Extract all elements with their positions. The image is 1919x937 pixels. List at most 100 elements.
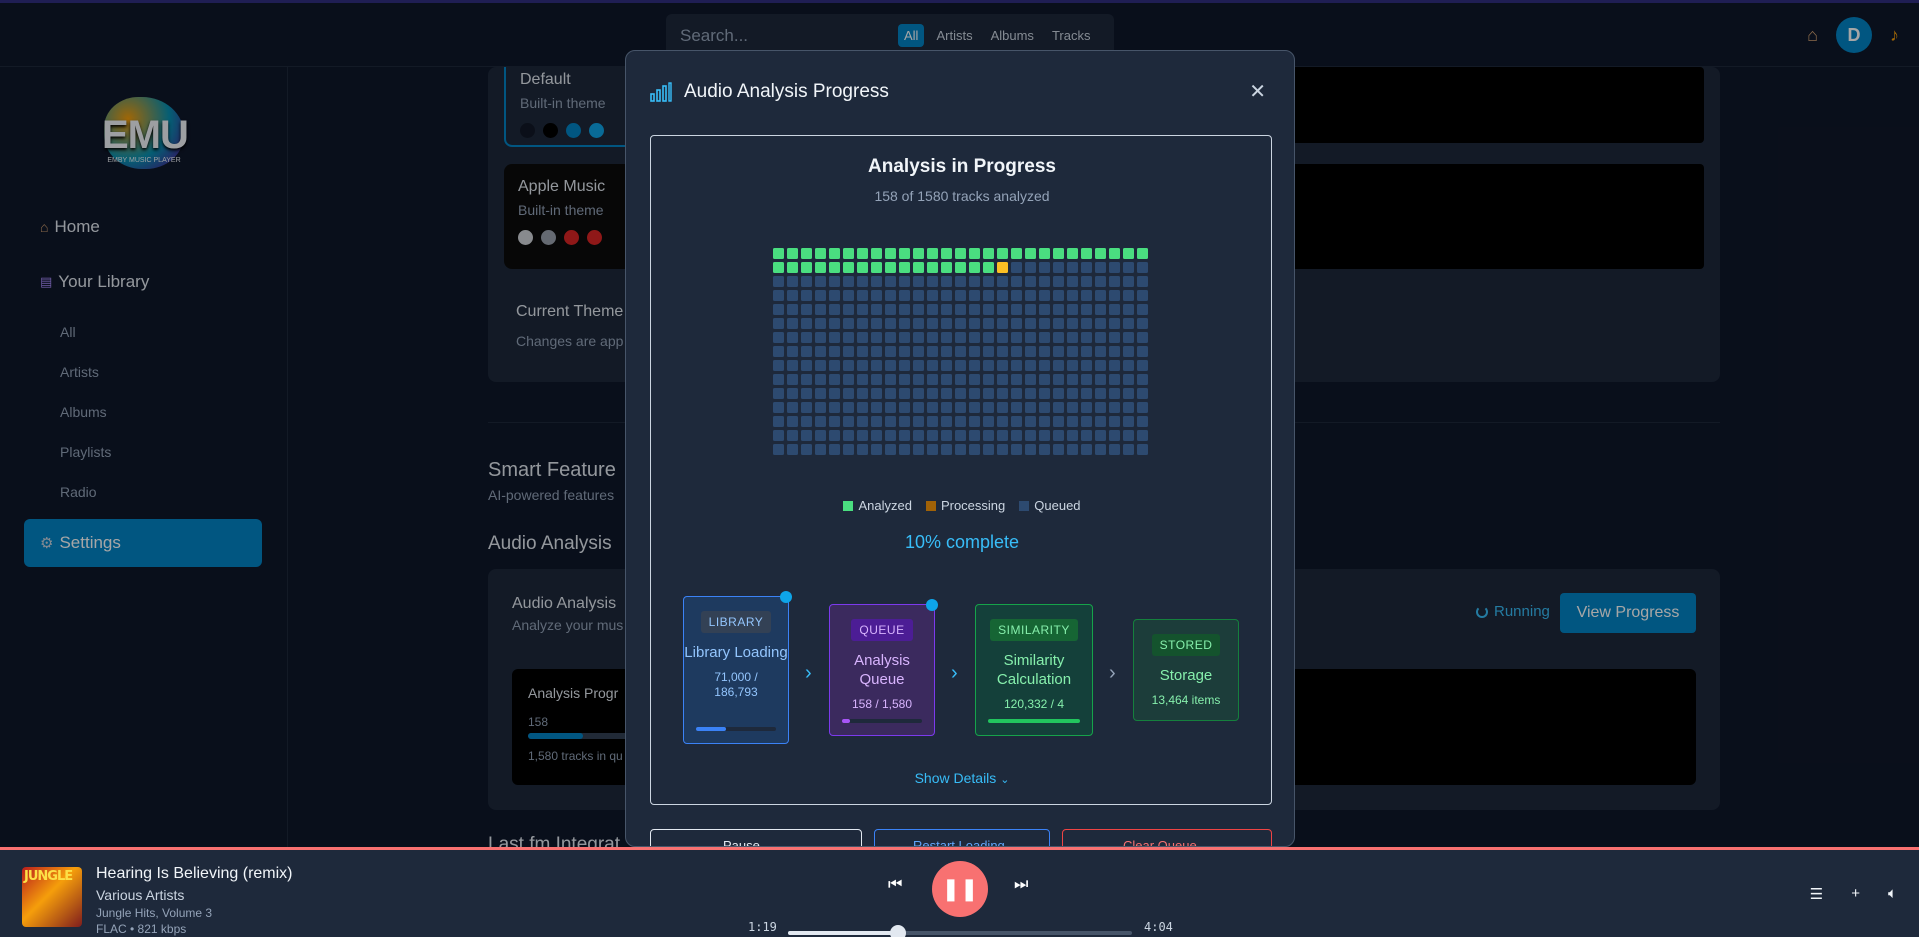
track-artist[interactable]: Various Artists xyxy=(96,887,185,903)
track-cell-queued xyxy=(1011,276,1022,287)
track-cell-queued xyxy=(1109,318,1120,329)
sidebar-item-artists[interactable]: Artists xyxy=(60,364,99,380)
stage-progress xyxy=(696,727,776,731)
filter-tracks[interactable]: Tracks xyxy=(1051,28,1091,43)
previous-icon[interactable]: ⏮ xyxy=(888,876,903,893)
volume-icon[interactable]: 🔈︎ xyxy=(1887,885,1897,902)
album-cover[interactable]: JUNGLE xyxy=(22,867,82,927)
player-actions: ☰ + 🔈︎ xyxy=(1810,885,1897,903)
track-cell-queued xyxy=(843,374,854,385)
track-cell-analyzed xyxy=(969,262,980,273)
track-cell-queued xyxy=(997,430,1008,441)
track-cell-queued xyxy=(1053,290,1064,301)
view-progress-button[interactable]: View Progress xyxy=(1560,593,1696,633)
next-icon[interactable]: ⏭ xyxy=(1014,876,1029,893)
track-cell-queued xyxy=(1109,402,1120,413)
track-cell-queued xyxy=(829,374,840,385)
track-cell-queued xyxy=(1067,332,1078,343)
track-cell-queued xyxy=(1025,402,1036,413)
seek-bar[interactable] xyxy=(788,925,1132,937)
stage-count: 158 / 1,580 xyxy=(851,697,913,711)
chevron-right-icon: › xyxy=(951,662,958,684)
color-swatch xyxy=(541,230,556,245)
filter-albums[interactable]: Albums xyxy=(990,28,1034,43)
pause-button[interactable]: Pause xyxy=(650,829,862,846)
sidebar-item-library[interactable]: ▤ Your Library xyxy=(40,272,149,292)
show-details-toggle[interactable]: Show Details ⌄ xyxy=(651,770,1273,786)
track-title[interactable]: Hearing Is Believing (remix) xyxy=(96,865,293,882)
close-icon[interactable]: ✕ xyxy=(1249,81,1266,103)
home-icon[interactable]: ⌂ xyxy=(1807,24,1818,45)
track-cell-queued xyxy=(1025,304,1036,315)
track-cell-queued xyxy=(815,416,826,427)
stage-count: 13,464 items xyxy=(1151,693,1221,707)
track-cell-queued xyxy=(885,416,896,427)
filter-artists[interactable]: Artists xyxy=(936,28,973,43)
track-cell-queued xyxy=(969,402,980,413)
sidebar-item-radio[interactable]: Radio xyxy=(60,484,97,500)
track-cell-queued xyxy=(857,304,868,315)
pause-button[interactable]: ❚❚ xyxy=(932,861,988,917)
track-cell-analyzed xyxy=(787,262,798,273)
track-cell-queued xyxy=(885,318,896,329)
track-cell-queued xyxy=(1025,430,1036,441)
track-cell-queued xyxy=(801,318,812,329)
active-indicator xyxy=(926,599,938,611)
track-cell-queued xyxy=(1067,374,1078,385)
track-cell-queued xyxy=(1137,290,1148,301)
show-details-label: Show Details xyxy=(914,770,997,786)
top-actions: ⌂ D ♪ xyxy=(1807,17,1899,53)
stage-queue[interactable]: QUEUE Analysis Queue 158 / 1,580 xyxy=(829,599,938,736)
track-cell-queued xyxy=(787,304,798,315)
track-cell-queued xyxy=(1095,402,1106,413)
sidebar-item-playlists[interactable]: Playlists xyxy=(60,444,112,460)
track-cell-queued xyxy=(955,304,966,315)
sidebar-item-settings[interactable]: ⚙ Settings xyxy=(24,519,262,567)
track-cell-queued xyxy=(1053,374,1064,385)
track-cell-queued xyxy=(857,360,868,371)
legend-analyzed: Analyzed xyxy=(843,498,912,513)
track-cell-queued xyxy=(815,402,826,413)
track-cell-queued xyxy=(1095,444,1106,455)
stage-count: 120,332 / 4 xyxy=(1003,697,1065,711)
seek-handle[interactable] xyxy=(890,925,907,937)
track-album[interactable]: Jungle Hits, Volume 3 xyxy=(96,906,213,920)
add-icon[interactable]: + xyxy=(1851,885,1860,902)
track-cell-analyzed xyxy=(1011,248,1022,259)
filter-all[interactable]: All xyxy=(898,24,925,47)
clear-queue-button[interactable]: Clear Queue xyxy=(1062,829,1272,846)
sidebar-item-albums[interactable]: Albums xyxy=(60,404,107,420)
logo-swirl xyxy=(104,97,184,169)
track-cell-queued xyxy=(1137,444,1148,455)
track-cell-queued xyxy=(1025,276,1036,287)
queue-list-icon[interactable]: ☰ xyxy=(1809,886,1824,903)
smart-features-title: Smart Feature xyxy=(488,459,616,481)
track-cell-queued xyxy=(773,444,784,455)
track-cell-queued xyxy=(885,290,896,301)
bell-icon[interactable]: ♪ xyxy=(1890,24,1899,45)
restart-loading-button[interactable]: Restart Loading xyxy=(874,829,1050,846)
app-logo[interactable]: EMU EMBY MUSIC PLAYER xyxy=(98,91,190,171)
track-cell-queued xyxy=(899,318,910,329)
track-cell-analyzed xyxy=(913,248,924,259)
sidebar-item-home[interactable]: ⌂ Home xyxy=(40,217,100,237)
track-cell-queued xyxy=(1137,262,1148,273)
theme-sub: Built-in theme xyxy=(518,202,604,218)
stage-storage[interactable]: STORED Storage 13,464 items xyxy=(1133,619,1239,721)
track-cell-queued xyxy=(1067,318,1078,329)
track-cell-queued xyxy=(955,290,966,301)
legend-queued: Queued xyxy=(1019,498,1081,513)
track-cell-queued xyxy=(1025,360,1036,371)
track-cell-queued xyxy=(801,304,812,315)
stage-similarity[interactable]: SIMILARITY Similarity Calculation 120,33… xyxy=(975,604,1093,736)
avatar[interactable]: D xyxy=(1836,17,1872,53)
track-cell-queued xyxy=(1109,276,1120,287)
track-cell-queued xyxy=(1053,402,1064,413)
track-cell-queued xyxy=(885,304,896,315)
home-icon: ⌂ xyxy=(40,219,49,235)
stage-library[interactable]: LIBRARY Library Loading 71,000 / 186,793 xyxy=(683,591,792,744)
track-cell-queued xyxy=(913,276,924,287)
track-cell-queued xyxy=(1137,346,1148,357)
sidebar-item-all[interactable]: All xyxy=(60,324,76,340)
track-cell-queued xyxy=(1039,430,1050,441)
